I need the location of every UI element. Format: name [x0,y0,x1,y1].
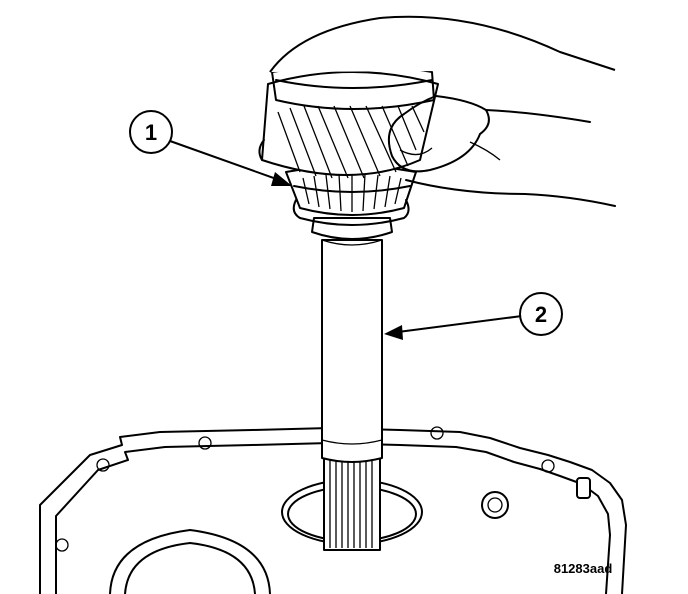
callout-2-circle [519,292,563,336]
figure-id: 81283aad [554,561,613,576]
callout-1-label: 1 [145,120,157,145]
callout-1: 1 [129,110,292,186]
callout-2-label: 2 [535,302,547,327]
helical-gear [258,64,439,179]
output-shaft [311,217,393,551]
hand [269,15,616,207]
tapered-roller-bearing [285,165,417,226]
callout-1-circle [129,110,173,154]
callout-2: 2 [384,292,563,340]
